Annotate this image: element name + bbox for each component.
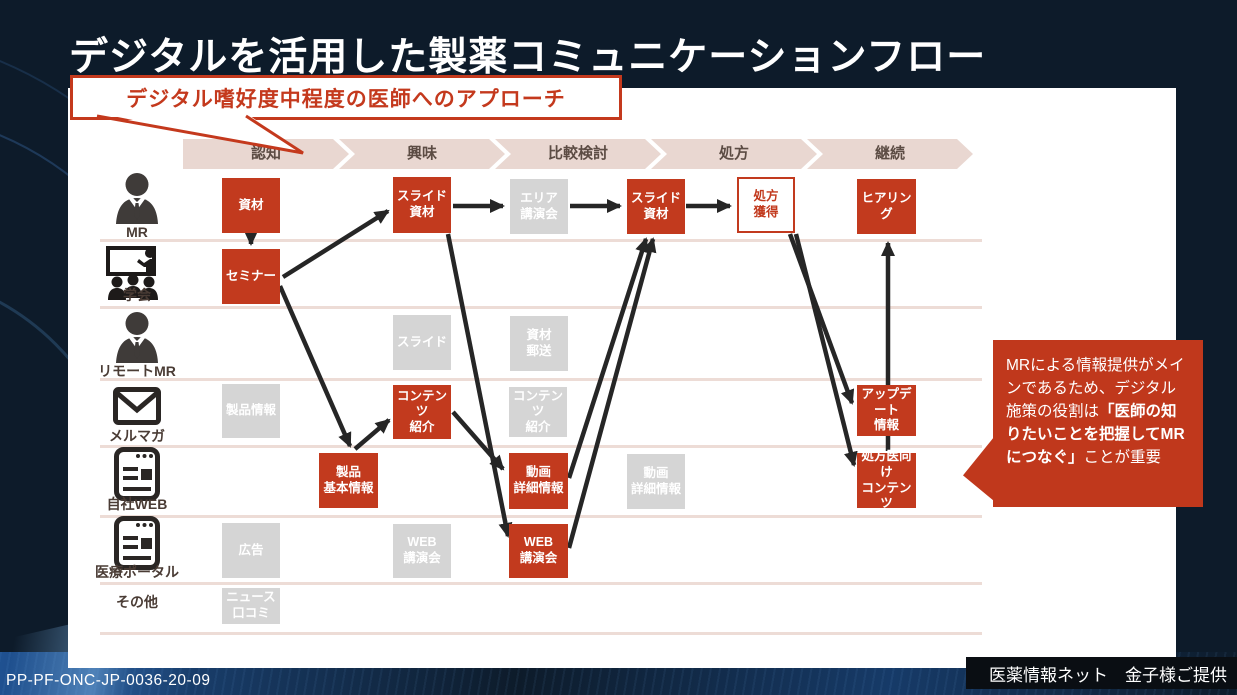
mail-icon: [113, 387, 161, 425]
flow-box-seihin-kihon: 製品 基本情報: [319, 453, 378, 508]
flow-box-seihin-jouhou: 製品情報: [222, 384, 280, 438]
row-separator: [100, 306, 982, 309]
browser-icon: [114, 447, 160, 501]
side-callout-plain: ことが重要: [1083, 448, 1162, 466]
flow-box-hearing: ヒアリング: [857, 179, 916, 234]
credit-text: 医薬情報ネット 金子様ご提供: [989, 665, 1227, 685]
row-label-other: その他: [116, 594, 158, 610]
side-callout-plain: MRによる情報提供がメインであるため、デジタル施策の役割は: [1006, 357, 1185, 420]
flow-box-update-jouhou: アップデート 情報: [857, 385, 916, 436]
flow-box-shohou-kakutoku: 処方 獲得: [737, 177, 795, 233]
stage-chevron: [807, 139, 973, 169]
flow-box-shohoui-muke: 処方医向け コンテンツ: [857, 449, 916, 510]
document-code: PP-PF-ONC-JP-0036-20-09: [6, 672, 211, 689]
row-label-gakkai: 学会: [123, 287, 151, 303]
browser-icon: [114, 516, 160, 570]
stage-label-5: 継続: [874, 145, 905, 162]
row-separator: [100, 378, 982, 381]
stage-label-1: 認知: [250, 145, 281, 162]
row-separator: [100, 445, 982, 448]
stage-label-3: 比較検討: [547, 145, 608, 162]
flow-box-area-kouenkai: エリア 講演会: [510, 179, 568, 234]
stage-label-2: 興味: [406, 145, 437, 162]
flow-box-seminar: セミナー: [222, 249, 280, 304]
flow-box-douga-shousai-2: 動画 詳細情報: [627, 454, 685, 509]
flow-box-koukoku: 広告: [222, 523, 280, 578]
seminar-icon: [106, 246, 158, 300]
side-callout: MRによる情報提供がメインであるため、デジタル施策の役割は「医師の知りたいことを…: [993, 340, 1203, 507]
flow-box-contents-shoukai-1: コンテンツ 紹介: [393, 385, 451, 439]
flow-box-slide: スライド: [393, 315, 451, 370]
row-separator: [100, 582, 982, 585]
person-icon: [116, 173, 158, 224]
flow-box-slide-shizai-1: スライド 資材: [393, 177, 451, 233]
side-callout-emphasis: 「医師の知りたいことを把握してMRにつなぐ」: [1006, 402, 1185, 466]
row-label-mr: MR: [126, 224, 148, 240]
row-separator: [100, 515, 982, 518]
stage-chevron-band: [183, 139, 973, 169]
top-callout-text: デジタル嗜好度中程度の医師へのアプローチ: [126, 87, 566, 111]
flow-box-contents-shoukai-2: コンテンツ 紹介: [509, 387, 567, 437]
person-icon: [116, 312, 158, 363]
flow-box-web-kouenkai-1: WEB 講演会: [393, 524, 451, 578]
page-title: デジタルを活用した製薬コミュニケーションフロー: [69, 36, 987, 79]
stage-chevron: [339, 139, 505, 169]
flow-box-shizai: 資材: [222, 178, 280, 233]
side-callout-text: MRによる情報提供がメインであるため、デジタル施策の役割は「医師の知りたいことを…: [1006, 357, 1185, 466]
row-separator: [100, 239, 982, 242]
flow-box-slide-shizai-2: スライド 資材: [627, 179, 685, 234]
row-separator: [100, 632, 982, 635]
stage-label-4: 処方: [718, 145, 749, 162]
stage-chevron: [183, 139, 349, 169]
flow-box-news-kuchikomi: ニュース 口コミ: [222, 588, 280, 624]
stage-chevron: [651, 139, 817, 169]
stage-chevron: [495, 139, 661, 169]
row-label-remote-mr: リモートMR: [98, 363, 176, 379]
top-callout-tail: [96, 113, 304, 155]
top-callout: デジタル嗜好度中程度の医師へのアプローチ: [70, 75, 622, 120]
credit-band: 医薬情報ネット 金子様ご提供: [966, 657, 1237, 689]
row-label-merumaga: メルマガ: [109, 428, 165, 444]
flow-box-douga-shousai-1: 動画 詳細情報: [509, 453, 568, 509]
row-label-portal: 医療ポータル: [95, 564, 179, 580]
flow-box-shizai-yusou: 資材 郵送: [510, 316, 568, 371]
row-label-own-web: 自社WEB: [106, 496, 168, 512]
flow-box-web-kouenkai-2: WEB 講演会: [509, 524, 568, 578]
